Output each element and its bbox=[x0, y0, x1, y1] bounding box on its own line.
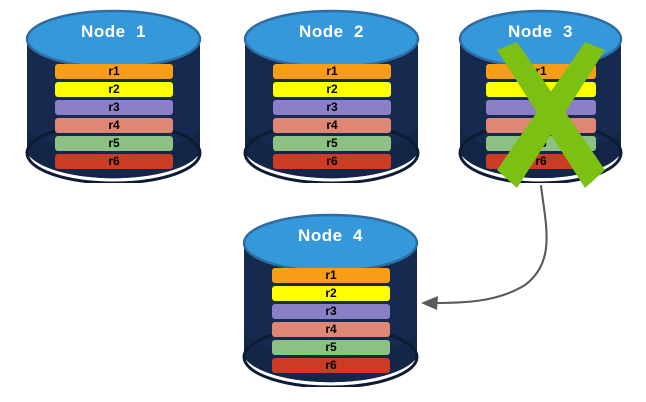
data-row-r2[interactable]: r2 bbox=[272, 286, 390, 301]
node-cylinder-1[interactable]: Node 1 r1 r2 r3 r4 r5 r6 bbox=[25, 8, 202, 183]
row-stack-4: r1 r2 r3 r4 r5 r6 bbox=[272, 268, 390, 378]
data-row-r3[interactable]: r3 bbox=[486, 100, 596, 115]
row-stack-1: r1 r2 r3 r4 r5 r6 bbox=[55, 64, 173, 174]
data-row-r2[interactable]: r2 bbox=[55, 82, 173, 97]
data-row-r1[interactable]: r1 bbox=[273, 64, 391, 79]
data-row-r6[interactable]: r6 bbox=[273, 154, 391, 169]
node-cylinder-4[interactable]: Node 4 r1 r2 r3 r4 r5 r6 bbox=[242, 212, 419, 387]
data-row-r6[interactable]: r6 bbox=[272, 358, 390, 373]
data-row-r5[interactable]: r5 bbox=[55, 136, 173, 151]
data-row-r2[interactable]: r2 bbox=[273, 82, 391, 97]
node-cylinder-3[interactable]: Node 3 r1 r2 r3 r4 r5 r6 bbox=[458, 8, 623, 188]
row-stack-2: r1 r2 r3 r4 r5 r6 bbox=[273, 64, 391, 174]
data-row-r6[interactable]: r6 bbox=[486, 154, 596, 169]
data-row-r4[interactable]: r4 bbox=[486, 118, 596, 133]
data-row-r2[interactable]: r2 bbox=[486, 82, 596, 97]
row-stack-3: r1 r2 r3 r4 r5 r6 bbox=[486, 64, 596, 174]
data-row-r3[interactable]: r3 bbox=[273, 100, 391, 115]
data-row-r4[interactable]: r4 bbox=[273, 118, 391, 133]
arrowhead-icon bbox=[421, 296, 438, 310]
data-row-r6[interactable]: r6 bbox=[55, 154, 173, 169]
data-row-r3[interactable]: r3 bbox=[272, 304, 390, 319]
node-cylinder-2[interactable]: Node 2 r1 r2 r3 r4 r5 r6 bbox=[243, 8, 420, 183]
data-row-r4[interactable]: r4 bbox=[272, 322, 390, 337]
data-row-r5[interactable]: r5 bbox=[486, 136, 596, 151]
data-row-r4[interactable]: r4 bbox=[55, 118, 173, 133]
data-row-r3[interactable]: r3 bbox=[55, 100, 173, 115]
data-row-r1[interactable]: r1 bbox=[55, 64, 173, 79]
data-row-r5[interactable]: r5 bbox=[272, 340, 390, 355]
data-row-r1[interactable]: r1 bbox=[486, 64, 596, 79]
data-row-r5[interactable]: r5 bbox=[273, 136, 391, 151]
data-row-r1[interactable]: r1 bbox=[272, 268, 390, 283]
